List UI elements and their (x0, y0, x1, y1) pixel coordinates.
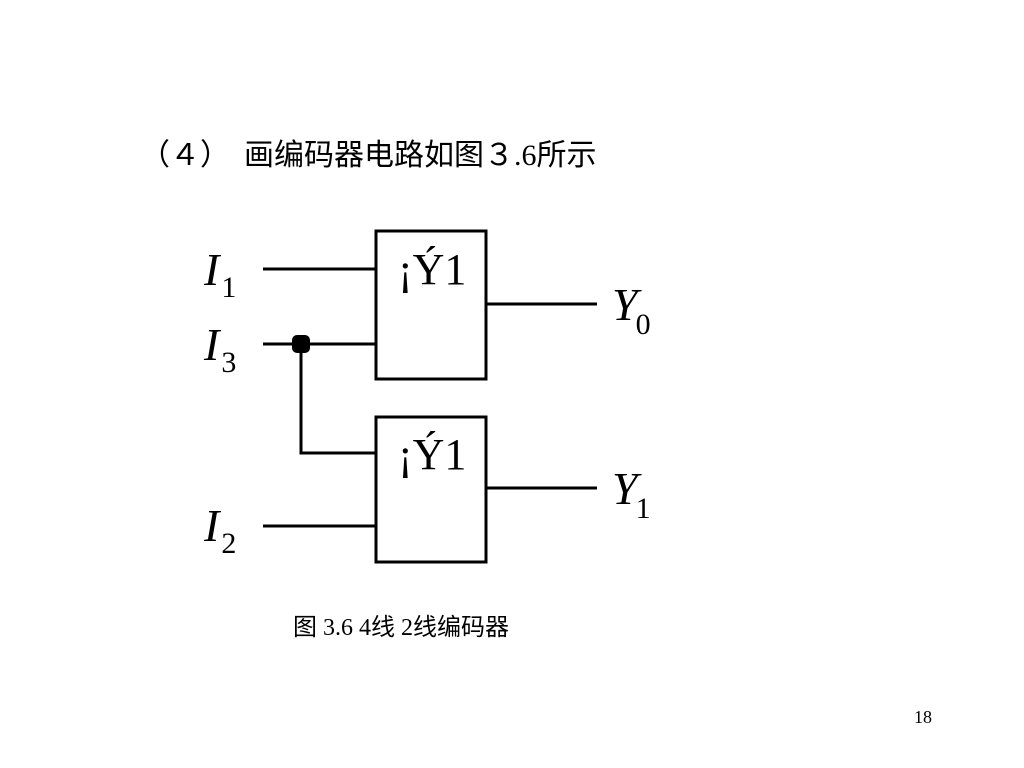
heading-number: （４） (140, 139, 230, 172)
input-label-i3: I3 (203, 319, 236, 379)
slide-heading: （４） 画编码器电路如图３.6所示 (140, 136, 597, 176)
input-i1-letter: I (203, 244, 222, 295)
input-i3-letter: I (203, 319, 222, 370)
wire-i3-branch (299, 344, 376, 455)
input-i2-subscript: 2 (221, 527, 236, 560)
input-label-i1: I1 (203, 244, 236, 304)
heading-text: 画编码器电路如图３.6所示 (244, 139, 597, 172)
input-i2-letter: I (203, 500, 222, 551)
gate-label-top: ¡Ý1 (398, 245, 466, 294)
output-y1-letter: Y (612, 463, 642, 514)
output-y1-subscript: 1 (636, 492, 651, 525)
page-number: 18 (914, 707, 932, 727)
input-label-i2: I2 (203, 500, 236, 560)
output-y0-subscript: 0 (636, 308, 651, 341)
input-i1-subscript: 1 (221, 271, 236, 304)
input-i3-subscript: 3 (221, 346, 236, 379)
figure-caption: 图 3.6 4线 2线编码器 (293, 615, 509, 641)
gate-label-bottom: ¡Ý1 (398, 430, 466, 479)
output-label-y1: Y1 (612, 463, 651, 525)
output-label-y0: Y0 (612, 279, 651, 341)
output-y0-letter: Y (612, 279, 642, 330)
junction-dot (292, 335, 310, 353)
